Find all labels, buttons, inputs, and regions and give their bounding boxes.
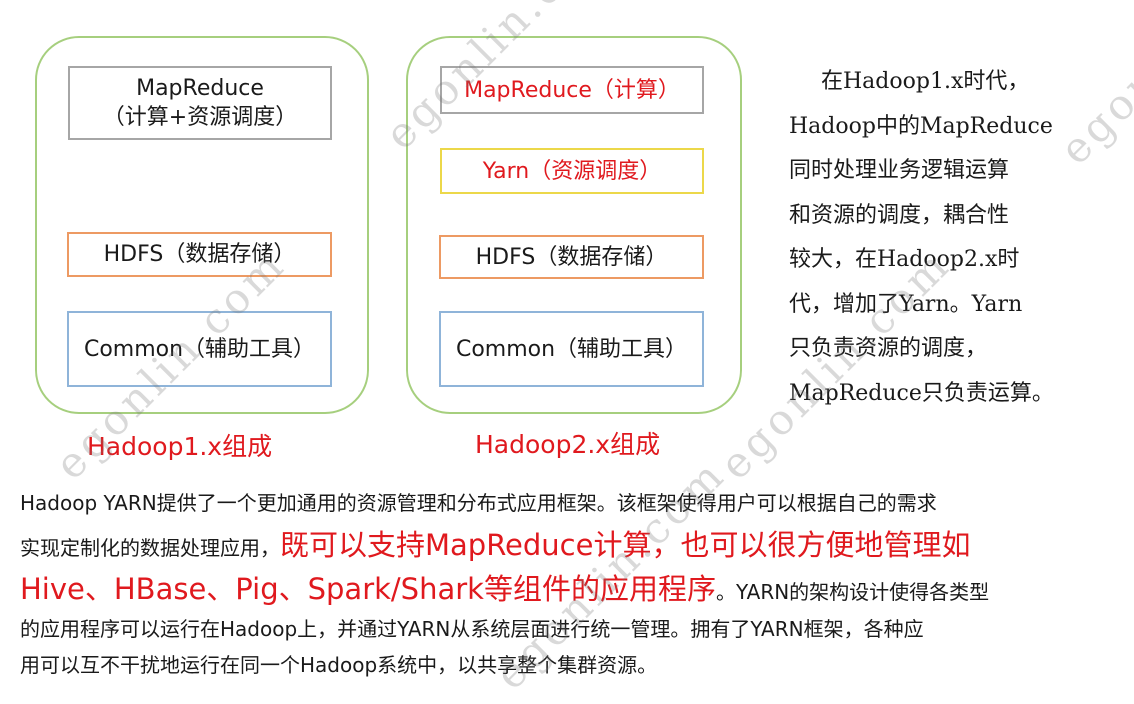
hadoop1-hdfs-box: HDFS（数据存储） [67,232,332,277]
paragraph-highlight: Hive、HBase、Pig、Spark/Shark等组件的应用程序 [20,572,716,606]
hadoop1-caption: Hadoop1.x组成 [87,432,273,461]
hadoop2-yarn-label: Yarn（资源调度） [482,158,662,184]
hadoop1-mapreduce-box: MapReduce （计算+资源调度） [68,66,332,140]
side-line: 代，增加了Yarn。Yarn [789,291,1023,317]
yarn-description-paragraph: Hadoop YARN提供了一个更加通用的资源管理和分布式应用框架。该框架使得用… [20,483,1100,683]
hadoop2-common-label: Common（辅助工具） [455,336,688,362]
hadoop2-common-box: Common（辅助工具） [439,311,704,387]
paragraph-line: 的应用程序可以运行在Hadoop上，并通过YARN从系统层面进行统一管理。拥有了… [20,617,924,641]
hadoop1-mapreduce-role: （计算+资源调度） [102,105,298,130]
hadoop2-hdfs-box: HDFS（数据存储） [439,235,704,279]
side-description: 在Hadoop1.x时代， Hadoop中的MapReduce 同时处理业务逻辑… [789,60,1089,416]
hadoop2-caption: Hadoop2.x组成 [475,430,661,459]
side-line: 只负责资源的调度， [789,336,988,361]
hadoop2-yarn-box: Yarn（资源调度） [440,148,704,194]
side-line: 同时处理业务逻辑运算 [789,158,1010,183]
paragraph-line: 实现定制化的数据处理应用，既可以支持MapReduce计算，也可以很方便地管理如 [20,523,1100,567]
hadoop1-common-box: Common（辅助工具） [67,311,332,387]
side-line: Hadoop中的MapReduce [789,113,1053,139]
paragraph-text: 实现定制化的数据处理应用， [20,536,280,560]
side-line: 在Hadoop1.x时代， [821,69,1030,94]
hadoop2-mapreduce-box: MapReduce（计算） [440,66,704,114]
hadoop2-mapreduce-label: MapReduce（计算） [464,77,680,103]
side-line: MapReduce只负责运算。 [789,380,1054,406]
hadoop1-hdfs-label: HDFS（数据存储） [103,242,296,267]
side-line: 较大，在Hadoop2.x时 [789,247,1020,272]
hadoop1-common-label: Common（辅助工具） [83,336,316,362]
paragraph-text: 。YARN的架构设计使得各类型 [715,580,990,604]
paragraph-line: Hive、HBase、Pig、Spark/Shark等组件的应用程序。YARN的… [20,567,1100,611]
paragraph-highlight: 既可以支持MapReduce计算，也可以很方便地管理如 [280,528,971,562]
hadoop1-mapreduce-name: MapReduce [136,76,264,101]
paragraph-line: Hadoop YARN提供了一个更加通用的资源管理和分布式应用框架。该框架使得用… [20,491,937,515]
side-line: 和资源的调度，耦合性 [789,202,1010,228]
hadoop2-hdfs-label: HDFS（数据存储） [475,244,668,270]
paragraph-line: 用可以互不干扰地运行在同一个Hadoop系统中，以共享整个集群资源。 [20,653,658,677]
